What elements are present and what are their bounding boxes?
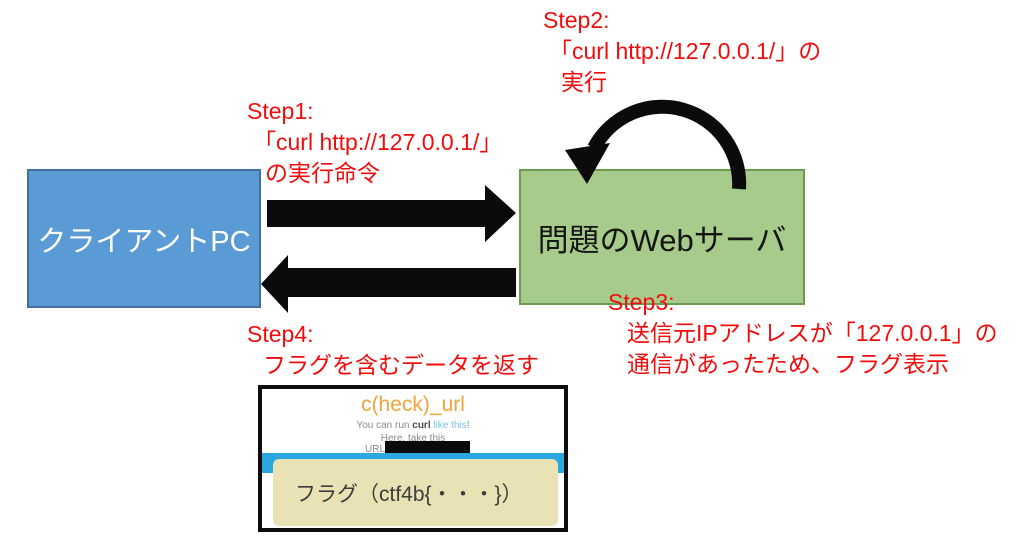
flag-box: フラグ（ctf4b{・・・}）: [273, 459, 558, 526]
subtitle-suffix: !: [466, 420, 470, 431]
step2-line: 実行: [561, 69, 607, 95]
flag-text: フラグ（ctf4b{・・・}）: [295, 482, 523, 506]
subtitle-prefix: You can run: [356, 420, 413, 431]
response-arrow-icon: [261, 255, 516, 313]
step3-title: Step3:: [608, 289, 675, 315]
step2-annotation: Step2: 「curl http://127.0.0.1/」の 実行: [543, 5, 821, 98]
subtitle-curl: curl: [412, 420, 431, 431]
step1-title: Step1:: [247, 98, 314, 124]
result-screenshot: c(heck)_url You can run curl like this! …: [258, 385, 568, 532]
step4-line: フラグを含むデータを返す: [263, 352, 539, 378]
step3-line: 送信元IPアドレスが「127.0.0.1」の: [627, 320, 998, 346]
client-pc-label: クライアントPC: [37, 225, 251, 258]
step2-line: 「curl http://127.0.0.1/」の: [549, 38, 822, 64]
step1-line: の実行命令: [265, 160, 380, 186]
step2-title: Step2:: [543, 7, 610, 33]
step4-annotation: Step4: フラグを含むデータを返す: [247, 319, 539, 381]
client-pc-box: クライアントPC: [27, 169, 261, 308]
step1-line: 「curl http://127.0.0.1/」: [253, 129, 503, 155]
web-server-label: 問題のWebサーバ: [537, 222, 787, 258]
step3-line: 通信があったため、フラグ表示: [627, 351, 949, 377]
screenshot-subtitle: You can run curl like this!: [262, 420, 564, 431]
url-label: URL:: [365, 444, 388, 455]
here-take-this-text: Here, take this: [380, 433, 446, 444]
screenshot-page-title: c(heck)_url: [361, 393, 465, 416]
step3-annotation: Step3: 送信元IPアドレスが「127.0.0.1」の 通信があったため、フ…: [608, 287, 998, 380]
request-arrow-icon: [267, 185, 516, 242]
step4-title: Step4:: [247, 321, 314, 347]
subtitle-link: like this: [430, 420, 467, 431]
web-server-box: 問題のWebサーバ: [519, 169, 805, 305]
step1-annotation: Step1: 「curl http://127.0.0.1/」 の実行命令: [247, 96, 502, 189]
